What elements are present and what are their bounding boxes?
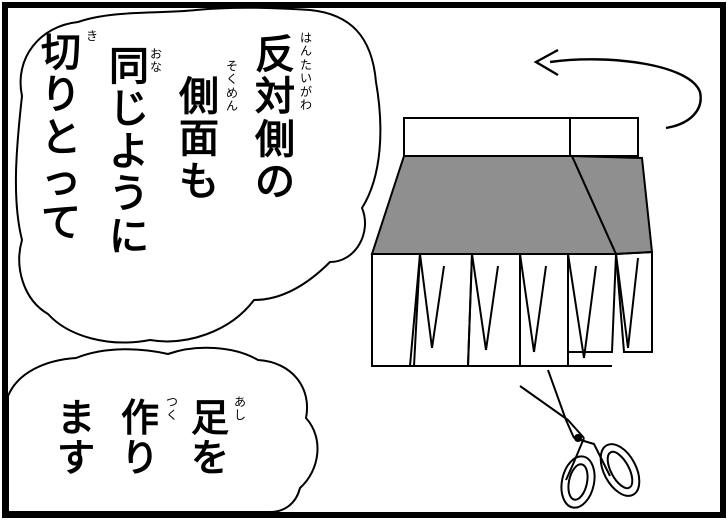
rotate-arrow-icon <box>549 58 702 130</box>
speech-bubble-top <box>14 6 382 344</box>
char: り <box>120 436 159 481</box>
box-top-rim <box>403 117 639 157</box>
scissors-icon <box>519 369 641 509</box>
top-ruby-col3: お な <box>150 47 163 75</box>
char: に <box>109 213 149 260</box>
char: っ <box>41 157 81 204</box>
top-text-col4: 切 り と っ て <box>38 32 84 244</box>
top-ruby-col2: そ く め ん <box>226 59 239 114</box>
top-ruby-col1: は ん た い が わ <box>300 31 313 113</box>
char: 側 <box>179 74 219 120</box>
cut-legs <box>371 250 653 367</box>
char: 作 <box>120 396 159 440</box>
top-text-col1: 反 対 側 の <box>252 34 298 204</box>
bottom-ruby-col2: つ く <box>166 395 179 423</box>
char: 足 <box>190 396 229 440</box>
char: す <box>56 436 95 481</box>
top-text-col2: 側 面 も <box>176 74 222 205</box>
char: 切 <box>41 30 81 76</box>
top-ruby-col4: き <box>86 29 99 43</box>
top-text-col3: 同 じ よ う に <box>106 46 152 258</box>
char: て <box>41 199 81 246</box>
char: ま <box>56 396 95 440</box>
char: り <box>41 72 81 119</box>
char: の <box>255 159 295 206</box>
char: 対 <box>255 74 295 121</box>
bottom-text-col3: ま す <box>54 398 98 479</box>
char: と <box>41 114 81 161</box>
char: 反 <box>255 32 295 78</box>
char: 側 <box>255 116 295 163</box>
speech-bubble-bottom <box>7 346 319 513</box>
char: う <box>109 171 149 218</box>
char: 面 <box>179 116 219 163</box>
bottom-text-col2: 作 り <box>118 398 162 479</box>
bottom-ruby-col1: あ し <box>234 395 247 423</box>
char: も <box>179 158 219 205</box>
char: じ <box>109 86 149 133</box>
bottom-text-col1: 足 を <box>188 398 232 479</box>
char: を <box>190 436 229 481</box>
char: よ <box>109 128 149 175</box>
char: 同 <box>109 44 149 90</box>
rotate-arrow-head-icon <box>533 48 559 77</box>
